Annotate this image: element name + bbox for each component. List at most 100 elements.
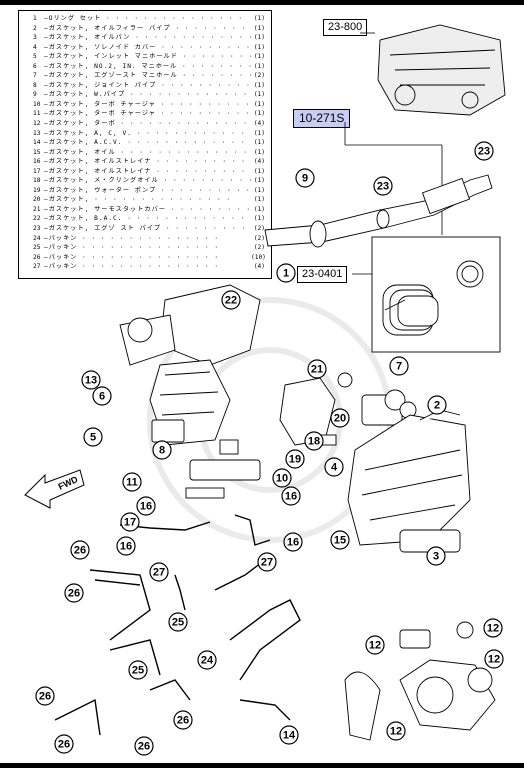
callout-circle [149,562,169,582]
part-name: —Oリング セット · · · · · · · · · · · · · · · [44,15,244,22]
part-name: —パッキン · · · · · · · · · · · · · · · [44,234,220,242]
part-number: 26 [33,253,41,261]
part-number: 8 [33,81,37,89]
callout-21: 21 [307,359,327,379]
part-number: 17 [33,167,41,175]
part-number: 10 [33,100,41,108]
turbocharger-illustration [344,621,496,741]
engine-ref-label: 23-800 [323,19,368,36]
parts-list-row: 3—ガスケット, オイルパン · · · · · · · · · · · · ·… [33,33,265,43]
part-number: 23 [33,225,41,233]
part-name: —ガスケット, サーモスタットカバー · · · · · · · · · · ·… [44,205,251,213]
part-quantity: (10) [251,253,266,261]
intake-manifold-illustration [119,284,261,446]
part-number: 3 [33,34,37,42]
callout-number: 4 [331,462,338,474]
callout-number: 25 [132,665,144,677]
callout-circle [128,660,148,680]
callout-17: 17 [120,512,140,532]
part-name: —パッキン · · · · · · · · · · · · · · · [44,253,220,261]
part-quantity: (1) [253,43,265,51]
part-name: —ガスケット, ソレノイド カバー · · · · · · · · · · · … [44,43,251,51]
callout-26: 26 [35,686,55,706]
callout-number: 12 [390,726,402,738]
part-name: —ガスケット, エグゾ スト パイプ · · · · · · · · · · ·… [44,225,251,233]
part-name: —ガスケット, メ・クリングオイル · · · · · · · · · · · … [44,177,251,185]
callout-circle [276,263,296,283]
part-name: —ガスケット, インレット マニホールド · · · · · · · · · ·… [44,53,251,61]
callout-26: 26 [134,736,154,756]
callout-15: 15 [330,530,350,550]
part-number: 27 [33,263,41,271]
callout-12: 12 [365,635,385,655]
callout-number: 26 [138,741,150,753]
callout-circle [304,431,324,451]
callout-22: 22 [221,290,241,310]
part-name: —ガスケット, エグゾースト マニホール · · · · · · · · · ·… [44,72,251,80]
callout-circle [134,736,154,756]
callout-7: 7 [389,356,409,376]
callout-circle [168,612,188,632]
callout-11: 11 [122,472,142,492]
callout-12: 12 [386,721,406,741]
part-number: 19 [33,186,41,194]
callout-circle [426,546,446,566]
callout-number: 12 [487,623,499,635]
part-name: —ガスケット, ウォーター ポンプ · · · · · · · · · · · … [44,186,251,194]
callout-circle [386,721,406,741]
callout-16: 16 [116,536,136,556]
callout-12: 12 [484,649,504,669]
callout-circle [83,427,103,447]
part-number: 20 [33,196,41,204]
callout-number: 18 [308,436,320,448]
parts-list-row: 27—パッキン · · · · · · · · · · · · · · ·(4) [33,262,265,272]
parts-list-row: 13—ガスケット, A, C, V. · · · · · · · · · · ·… [33,129,265,139]
callout-circle [173,710,193,730]
callout-circle [330,408,350,428]
part-name: —ガスケット, · · · · · · · · · · · · · · · [44,196,232,204]
part-number: 13 [33,129,41,137]
callout-number: 26 [39,691,51,703]
callout-number: 26 [58,739,70,751]
callout-number: 19 [289,454,301,466]
callout-19: 19 [285,449,305,469]
part-name: —ガスケット, ターボ チャージャ · · · · · · · · · · · … [44,110,251,118]
part-quantity: (1) [253,100,265,108]
parts-list-row: 26—パッキン · · · · · · · · · · · · · · · (10… [33,253,266,263]
callout-number: 16 [287,537,299,549]
part-quantity: (1) [253,15,265,22]
parts-list-row: 14—ガスケット, A.C.V. · · · · · · · · · · · ·… [33,138,265,148]
callout-circle [283,532,303,552]
part-quantity: (1) [253,196,265,204]
callout-number: 22 [225,295,237,307]
parts-list-row: 21—ガスケット, サーモスタットカバー · · · · · · · · · ·… [33,205,265,215]
callout-circle [484,649,504,669]
callout-circle [197,650,217,670]
part-number: 14 [33,139,41,147]
callout-9: 9 [295,168,315,188]
callout-16: 16 [136,496,156,516]
callout-number: 21 [311,364,323,376]
callout-number: 12 [369,640,381,652]
callout-circle [70,540,90,560]
parts-list-row: 18—ガスケット, メ・クリングオイル · · · · · · · · · · … [33,176,265,186]
part-name: —ガスケット, A.C.V. · · · · · · · · · · · · ·… [44,139,251,147]
part-name: —ガスケット, B.A.C. · · · · · · · · · · · · ·… [44,215,251,223]
callout-number: 16 [120,541,132,553]
part-number: 24 [33,234,41,242]
callout-circle [152,440,172,460]
part-quantity: (2) [253,234,265,242]
part-quantity: (1) [253,110,265,118]
part-name: —ガスケット, A, C, V. · · · · · · · · · · · ·… [44,129,251,137]
callout-circle [257,552,277,572]
callout-25: 25 [128,660,148,680]
part-number: 11 [33,110,41,118]
part-name: —パッキン · · · · · · · · · · · · · · · [44,244,220,252]
part-quantity: (1) [253,215,265,223]
parts-list-row: 20—ガスケット, · · · · · · · · · · · · · · · (… [33,195,265,205]
parts-list-row: 1—Oリング セット · · · · · · · · · · · · · · ·… [33,14,265,24]
callout-circle [285,449,305,469]
callout-26: 26 [64,583,84,603]
kit-ref-label: 10-271S [293,109,351,128]
